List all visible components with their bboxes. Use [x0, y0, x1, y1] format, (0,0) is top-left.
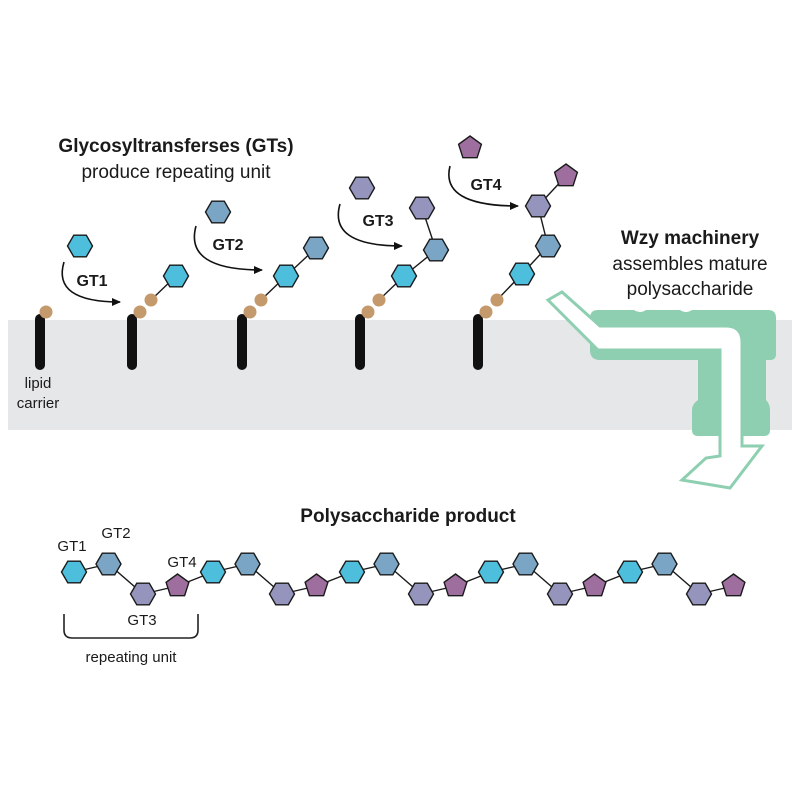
gt2-sugar-hexagon	[373, 552, 400, 576]
lipid-bead	[361, 305, 375, 319]
gt2-sugar-hexagon	[204, 200, 232, 224]
gt2-sugar-hexagon	[302, 236, 330, 260]
lipid-bead	[254, 293, 268, 307]
polysaccharide-product	[60, 552, 746, 606]
gt2-sugar-hexagon	[234, 552, 261, 576]
lipid-carrier-label-line1: lipid	[25, 375, 52, 392]
gt3-sugar-hexagon	[129, 582, 157, 606]
step-arrows	[61, 165, 519, 306]
gt4-sugar-pentagon	[553, 163, 579, 187]
gt1-sugar-hexagon	[477, 560, 505, 584]
gt3-sugar-hexagon	[524, 194, 552, 218]
step-arrow-4	[448, 165, 519, 210]
gt4-sugar-pentagon	[304, 573, 329, 597]
step-label-gt1: GT1	[76, 273, 107, 290]
gt1-sugar-hexagon	[508, 262, 536, 286]
wzy-machinery	[545, 290, 776, 490]
product-title: Polysaccharide product	[300, 506, 516, 527]
gt3-sugar-hexagon	[268, 582, 296, 606]
sugar-chains	[66, 135, 579, 319]
gt1-sugar-hexagon	[199, 560, 227, 584]
gt1-sugar-hexagon	[162, 264, 190, 288]
lipid-bead	[479, 305, 493, 319]
gt1-sugar-hexagon	[616, 560, 644, 584]
gt2-sugar-hexagon	[512, 552, 539, 576]
lipid-bead	[133, 305, 147, 319]
lipid-carrier-bar	[355, 314, 365, 370]
gt-title: Glycosyltransferses (GTs)	[58, 136, 293, 157]
step-arrow-3	[337, 203, 403, 250]
wzy-line1: assembles mature	[612, 254, 767, 275]
lipid-carrier-label-line2: carrier	[17, 395, 60, 412]
gt3-sugar-hexagon	[408, 196, 436, 220]
gt3-sugar-hexagon	[407, 582, 435, 606]
lipid-carrier-bar	[473, 314, 483, 370]
gt3-sugar-hexagon	[348, 176, 376, 200]
lipid-carrier-bar	[237, 314, 247, 370]
product-label-gt3: GT3	[127, 612, 156, 629]
gt4-sugar-pentagon	[457, 135, 483, 159]
gt2-sugar-hexagon	[95, 552, 122, 576]
gt1-sugar-hexagon	[390, 264, 418, 288]
lipid-carriers	[35, 305, 483, 370]
repeating-unit-label: repeating unit	[86, 649, 178, 666]
lipid-carrier-bar	[35, 314, 45, 370]
step-label-gt2: GT2	[212, 237, 243, 254]
lipid-bead	[243, 305, 257, 319]
wzy-line2: polysaccharide	[627, 279, 754, 300]
gt4-sugar-pentagon	[582, 573, 607, 597]
lipid-bead	[490, 293, 504, 307]
step-arrow-1	[61, 261, 121, 306]
gt4-sugar-pentagon	[721, 573, 746, 597]
lipid-bead	[144, 293, 158, 307]
wzy-export-arrow	[545, 290, 766, 490]
step-label-gt4: GT4	[470, 177, 501, 194]
gt2-sugar-hexagon	[651, 552, 678, 576]
product-label-gt4: GT4	[167, 554, 196, 571]
gt1-sugar-hexagon	[272, 264, 300, 288]
step-arrow-2	[193, 225, 263, 274]
gt2-sugar-hexagon	[422, 238, 450, 262]
gt3-sugar-hexagon	[546, 582, 574, 606]
lipid-carrier-bar	[127, 314, 137, 370]
product-label-gt1: GT1	[57, 538, 86, 555]
step-label-gt3: GT3	[362, 213, 393, 230]
gt1-sugar-hexagon	[66, 234, 94, 258]
gt1-sugar-hexagon	[60, 560, 88, 584]
gt1-sugar-hexagon	[338, 560, 366, 584]
gt4-sugar-pentagon	[165, 573, 190, 597]
lipid-bead	[372, 293, 386, 307]
product-label-gt2: GT2	[101, 525, 130, 542]
gt4-sugar-pentagon	[443, 573, 468, 597]
gt-subtitle: produce repeating unit	[81, 162, 271, 183]
repeating-unit-bracket	[63, 614, 199, 639]
gt2-sugar-hexagon	[534, 234, 562, 258]
lipid-bead	[39, 305, 53, 319]
wzy-title: Wzy machinery	[621, 228, 760, 249]
gt3-sugar-hexagon	[685, 582, 713, 606]
